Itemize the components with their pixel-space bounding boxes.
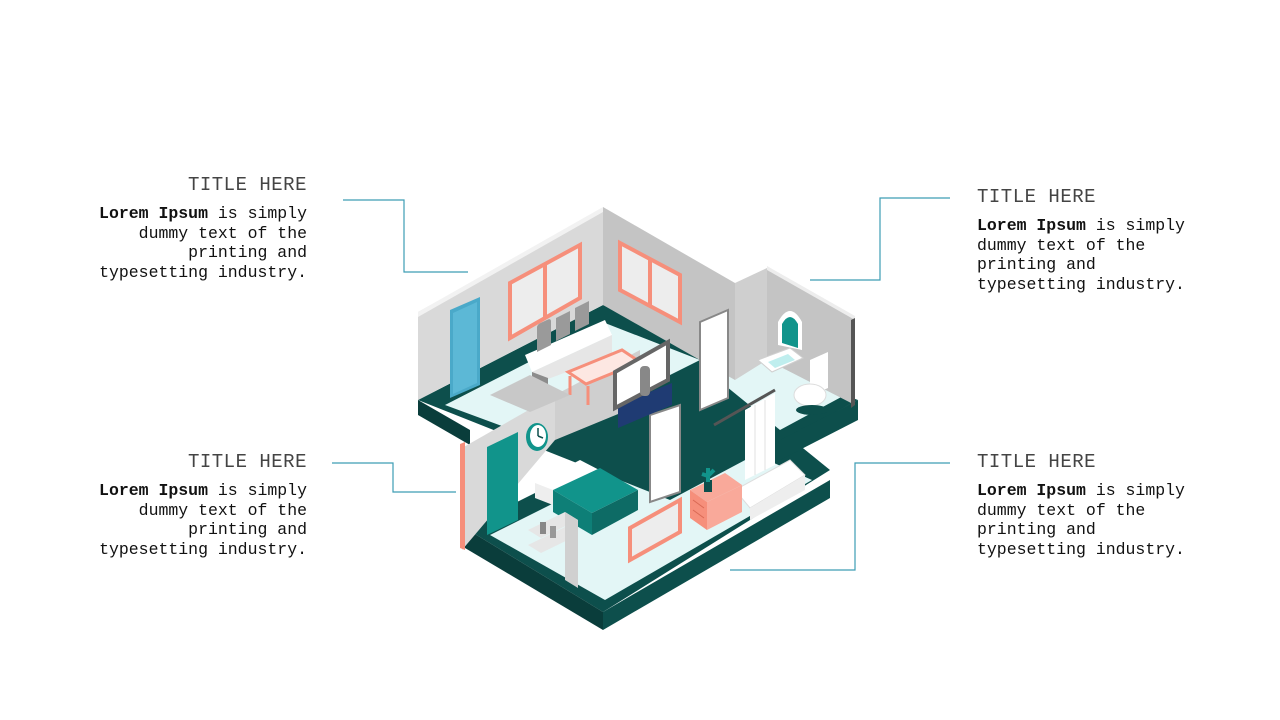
door-white-upper (699, 308, 729, 412)
callout-body: Lorem Ipsum is simply dummy text of the … (977, 481, 1187, 559)
clock-icon (526, 423, 548, 451)
callout-lead: Lorem Ipsum (977, 481, 1086, 500)
bathroom-mirror (778, 311, 802, 350)
connector-bottom-right (730, 462, 950, 571)
callout-bottom-right: TITLE HERE Lorem Ipsum is simply dummy t… (977, 451, 1187, 559)
callout-bottom-left: TITLE HERE Lorem Ipsum is simply dummy t… (97, 451, 307, 559)
connector-top-left (343, 199, 468, 273)
callout-body: Lorem Ipsum is simply dummy text of the … (97, 481, 307, 559)
callout-top-left: TITLE HERE Lorem Ipsum is simply dummy t… (97, 174, 307, 282)
callout-lead: Lorem Ipsum (99, 481, 208, 500)
callout-text: is simply dummy text of the printing and… (99, 204, 307, 282)
callout-title: TITLE HERE (977, 186, 1097, 208)
callout-text: is simply dummy text of the printing and… (977, 216, 1185, 294)
dresser (690, 473, 742, 530)
connector-top-right (810, 197, 950, 281)
connector-lines (332, 197, 950, 571)
bathtub (734, 459, 806, 520)
door-white-lower (649, 403, 681, 504)
callout-title: TITLE HERE (187, 174, 307, 196)
door-teal (487, 432, 518, 535)
mirror-lower (628, 496, 682, 564)
windows (508, 239, 682, 564)
potted-plant-icon (701, 468, 716, 492)
callout-body: Lorem Ipsum is simply dummy text of the … (977, 216, 1187, 294)
callout-text: is simply dummy text of the printing and… (977, 481, 1185, 559)
callout-lead: Lorem Ipsum (977, 216, 1086, 235)
callout-title: TITLE HERE (187, 451, 307, 473)
bathroom-sink (757, 347, 804, 373)
toilet (793, 352, 828, 415)
callout-body: Lorem Ipsum is simply dummy text of the … (97, 204, 307, 282)
sofa (525, 301, 612, 385)
rug (490, 375, 570, 412)
shower-curtain (713, 388, 776, 480)
callout-lead: Lorem Ipsum (99, 204, 208, 223)
bed (535, 460, 638, 535)
callout-text: is simply dummy text of the printing and… (99, 481, 307, 559)
tv-stand (613, 338, 672, 428)
connector-bottom-left (332, 462, 456, 493)
callout-top-right: TITLE HERE Lorem Ipsum is simply dummy t… (977, 186, 1187, 294)
shelf (528, 512, 578, 588)
doors (450, 297, 729, 535)
callout-title: TITLE HERE (977, 451, 1097, 473)
